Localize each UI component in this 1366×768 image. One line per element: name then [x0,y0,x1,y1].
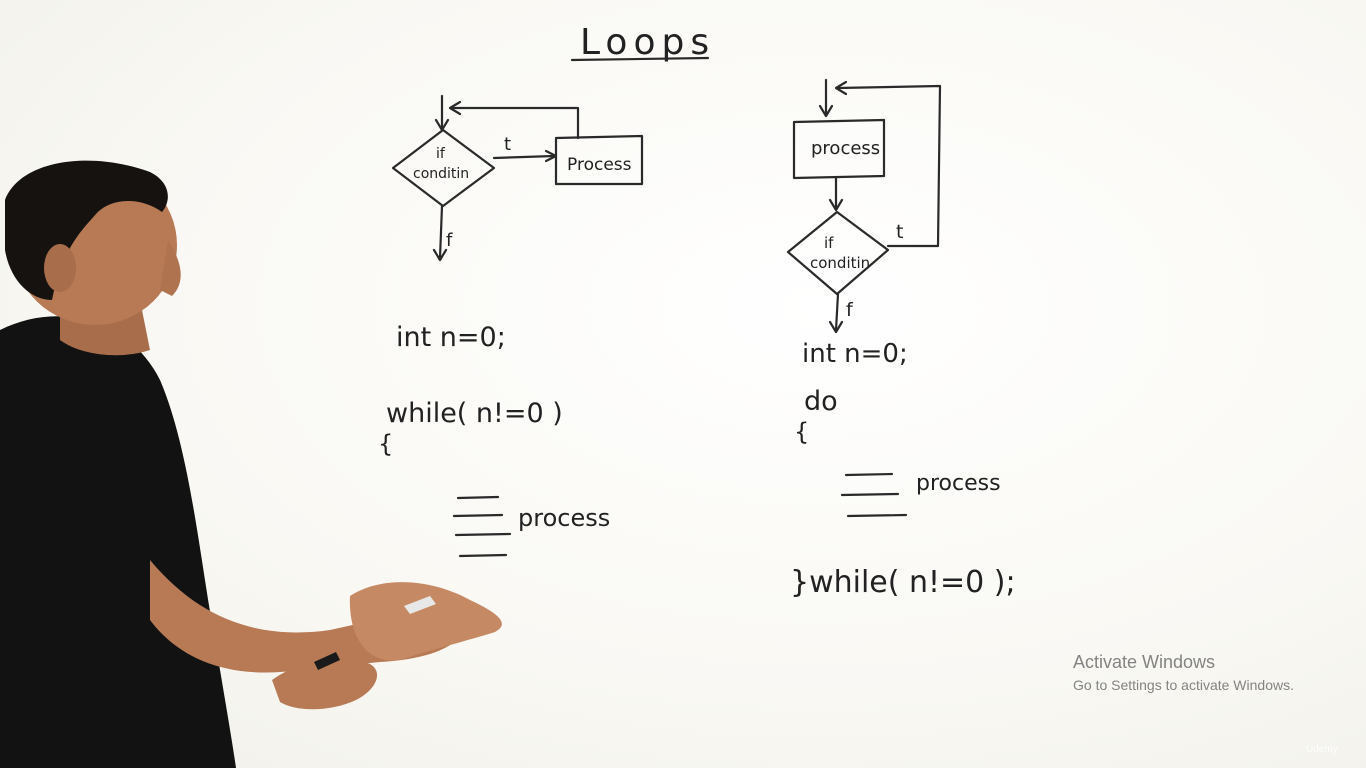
presenter [0,160,502,768]
left-process-lines [452,495,512,558]
presenter-shirt [0,316,236,768]
right-false-arrow [834,292,840,332]
right-code-declaration: int n=0; [802,339,908,369]
right-code-process: process [916,471,1001,496]
marker-icon [404,596,436,614]
activate-subtitle: Go to Settings to activate Windows. [1073,677,1294,693]
right-process-box [792,118,886,180]
left-diamond-if: if [436,146,446,162]
udemy-watermark: Udemy [1306,744,1338,755]
right-diamond-condition: conditin [810,254,870,272]
left-loopback-arrow [450,106,580,140]
title-underline [570,56,710,62]
right-false-label: f [846,299,854,321]
right-code-brace: { [794,418,809,446]
board-title: Loops [580,22,715,63]
left-diamond-condition: conditin [413,166,469,182]
left-false-arrow [438,204,444,260]
marker-cap-icon [314,652,340,670]
left-process-box [554,134,644,186]
left-true-label: t [504,134,511,155]
right-flowchart: process if conditin t f [786,78,942,334]
right-code-do: do [804,386,838,417]
right-loopback-arrow [836,84,942,248]
left-code-declaration: int n=0; [396,322,506,353]
activate-title: Activate Windows [1073,652,1216,672]
left-code-process: process [518,504,610,532]
left-false-label: f [446,230,453,251]
right-process-label: process [811,138,880,159]
left-true-arrow [492,154,556,160]
left-flowchart: if conditin t Process f [391,94,644,262]
left-process-label: Process [567,155,632,175]
right-condition-diamond [786,210,890,296]
right-code-while: }while( n!=0 ); [790,565,1016,600]
left-code-while: while( n!=0 ) [386,398,563,429]
windows-activation-notice: Activate Windows Go to Settings to activ… [1073,651,1294,695]
right-diamond-if: if [824,234,834,252]
left-code-brace: { [378,430,393,458]
right-true-label: t [896,221,903,243]
presenter-hand [349,582,502,661]
right-process-lines [840,472,908,518]
